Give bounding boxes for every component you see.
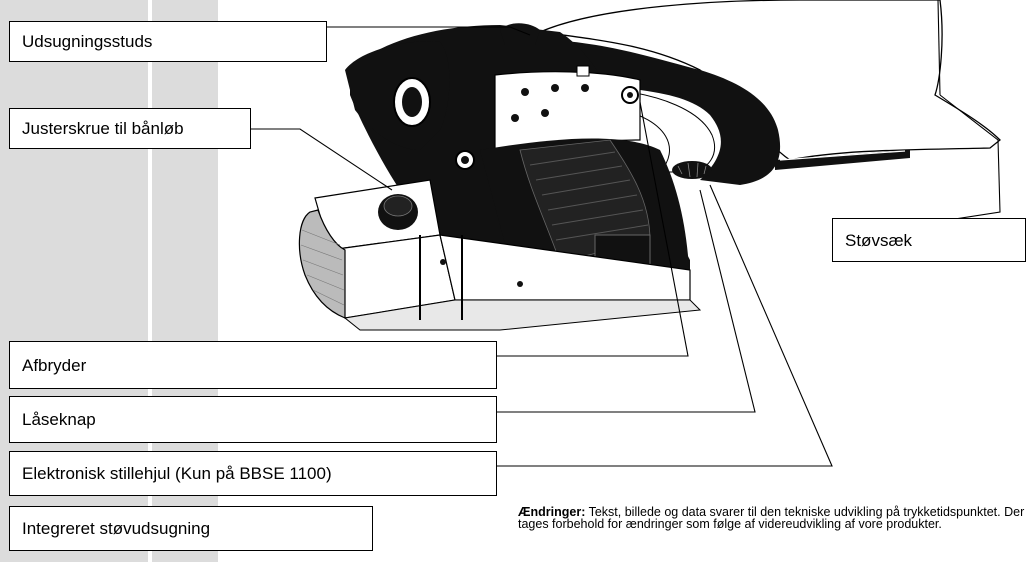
label-afbryder: Afbryder bbox=[9, 341, 497, 389]
dust-spout bbox=[500, 23, 540, 45]
label-justerskrue: Justerskrue til bånløb bbox=[9, 108, 251, 149]
label-udsugningsstuds: Udsugningsstuds bbox=[9, 21, 327, 62]
label-stillehjul: Elektronisk stillehjul (Kun på BBSE 1100… bbox=[9, 451, 497, 496]
changes-note-text: Tekst, billede og data svarer til den te… bbox=[518, 505, 1025, 531]
changes-note-heading: Ændringer: bbox=[518, 505, 586, 519]
label-laseknap: Låseknap bbox=[9, 396, 497, 443]
label-stovudsugning: Integreret støvudsugning bbox=[9, 506, 373, 551]
changes-note: Ændringer: Tekst, billede og data svarer… bbox=[518, 505, 1028, 531]
power-cord bbox=[775, 150, 910, 170]
sanding-belt bbox=[298, 209, 346, 319]
label-stovsaek: Støvsæk bbox=[832, 218, 1026, 262]
leader-lines bbox=[251, 0, 1001, 467]
